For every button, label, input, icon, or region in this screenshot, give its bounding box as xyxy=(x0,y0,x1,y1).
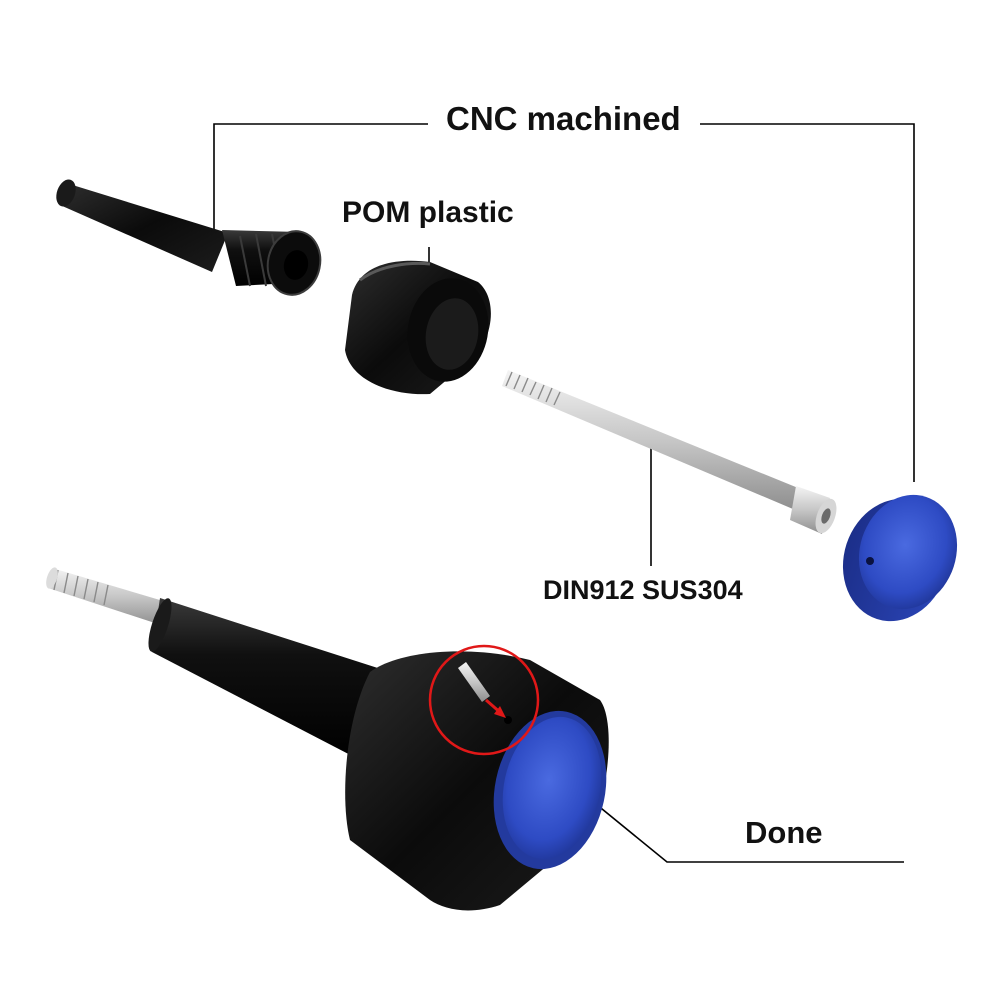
cnc-callout-line-left xyxy=(213,123,428,232)
cnc-callout-line-right xyxy=(700,123,915,482)
install-arrow-head xyxy=(494,706,506,718)
done-label: Done xyxy=(745,815,823,851)
cnc-machined-label: CNC machined xyxy=(432,100,695,138)
blue-end-cap-part xyxy=(842,494,958,622)
cnc-sleeve-part xyxy=(56,179,322,296)
pom-plastic-label: POM plastic xyxy=(342,196,514,230)
bolt-spec-label: DIN912 SUS304 xyxy=(543,575,743,606)
assembled-slider xyxy=(46,567,609,911)
set-screw-highlight xyxy=(428,644,540,756)
highlight-circle xyxy=(428,644,540,756)
pom-plastic-part xyxy=(345,260,491,395)
din912-bolt-part xyxy=(502,370,837,534)
